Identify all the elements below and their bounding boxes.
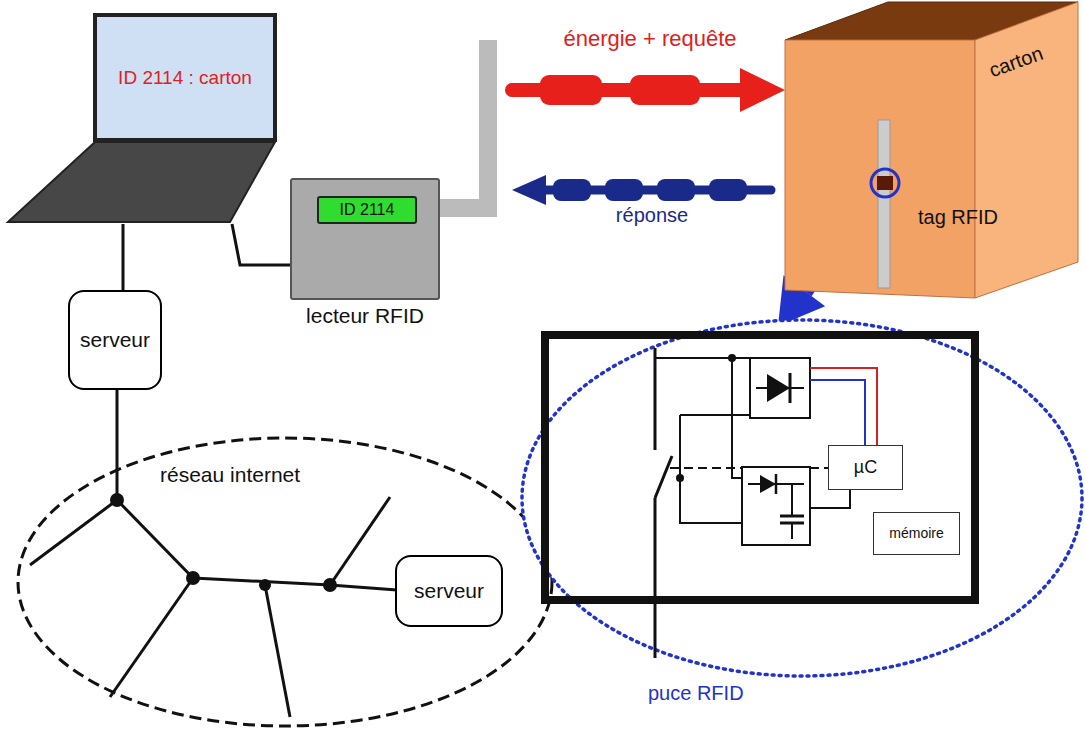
connector (232, 224, 290, 265)
diode-symbol (760, 475, 776, 493)
diode-symbol (767, 374, 790, 402)
connector (123, 224, 124, 290)
switch-blade (655, 456, 672, 498)
tag-antenna-strip (878, 120, 890, 288)
chip-package (545, 335, 975, 600)
laptop-drawing (8, 12, 280, 224)
laptop-keyboard (8, 142, 275, 222)
cardboard-box: cartontag RFID (785, 0, 1082, 300)
network-node-dot (186, 571, 200, 585)
diode-bar (789, 373, 792, 403)
supply-wire-negative (810, 380, 865, 445)
zoom-label: puce RFID (648, 682, 744, 705)
supply-wire-positive (810, 368, 877, 445)
connector (117, 390, 118, 500)
network-link (30, 500, 117, 565)
wire-junction (728, 354, 736, 362)
supply-box (742, 467, 810, 545)
screen-text: ID 2114 : carton (118, 67, 252, 89)
network-link (265, 585, 290, 717)
capacitor-wire (791, 523, 793, 539)
wire (810, 490, 850, 508)
screen-text-area: ID 2114 : carton (97, 17, 273, 138)
signal-bead (553, 179, 591, 201)
chip-block: mémoire (873, 512, 960, 555)
rectifier-box (750, 358, 810, 418)
capacitor-wire (791, 484, 793, 516)
tag-highlight (871, 169, 899, 197)
cable (116, 390, 119, 500)
laptop: ID 2114 : carton (8, 12, 280, 224)
network-link (110, 578, 193, 697)
wire (680, 415, 742, 523)
network-link (117, 500, 193, 578)
capacitor-plate (780, 515, 804, 518)
box-front (785, 40, 975, 298)
signal-bead (630, 75, 700, 105)
chip-zoom: puce RFIDµCmémoire (520, 318, 1085, 678)
network-node-dot (110, 493, 124, 507)
display-text: ID 2114 (340, 201, 395, 219)
antenna-wire (654, 498, 657, 658)
reader-display: ID 2114 (317, 196, 417, 224)
chip-block: µC (828, 445, 903, 490)
signal-bead (605, 179, 643, 201)
tag-chip (877, 176, 893, 190)
internet-cloud: réseau internet serveur (15, 435, 555, 729)
tag-label: tag RFID (918, 206, 998, 229)
wire-junction (676, 474, 684, 482)
network-link (330, 497, 390, 585)
network-link (330, 585, 397, 590)
connector (440, 40, 785, 208)
network-label: réseau internet (160, 463, 300, 487)
wire (680, 414, 750, 416)
chip-drawing (520, 318, 1085, 678)
reader-label: lecteur RFID (306, 304, 424, 328)
wire (732, 358, 742, 478)
rfid-reader: lecteur RFIDID 2114 (290, 178, 440, 300)
zoom-outline (522, 320, 1082, 676)
network-node-dot (259, 579, 271, 591)
reader-antenna (440, 40, 488, 208)
server-box: serveur (68, 290, 162, 390)
network-outline (18, 438, 552, 726)
cable (232, 224, 290, 265)
diode-bar (775, 474, 778, 494)
edge-label: réponse (613, 204, 691, 227)
block-label: mémoire (889, 525, 943, 541)
server-label: serveur (80, 328, 150, 352)
laptop-screen (95, 15, 275, 140)
edge-label: énergie + requête (560, 26, 739, 51)
signal-bead (709, 179, 747, 201)
signal-bead (540, 75, 602, 105)
connector (512, 175, 771, 205)
server-box: serveur (395, 555, 503, 627)
box-side (975, 2, 1078, 298)
cable (122, 224, 125, 290)
block-label: µC (854, 457, 877, 478)
network-node-dot (323, 578, 337, 592)
signal-bead (657, 179, 695, 201)
antenna-wire (654, 348, 657, 450)
server-label: serveur (414, 579, 484, 603)
